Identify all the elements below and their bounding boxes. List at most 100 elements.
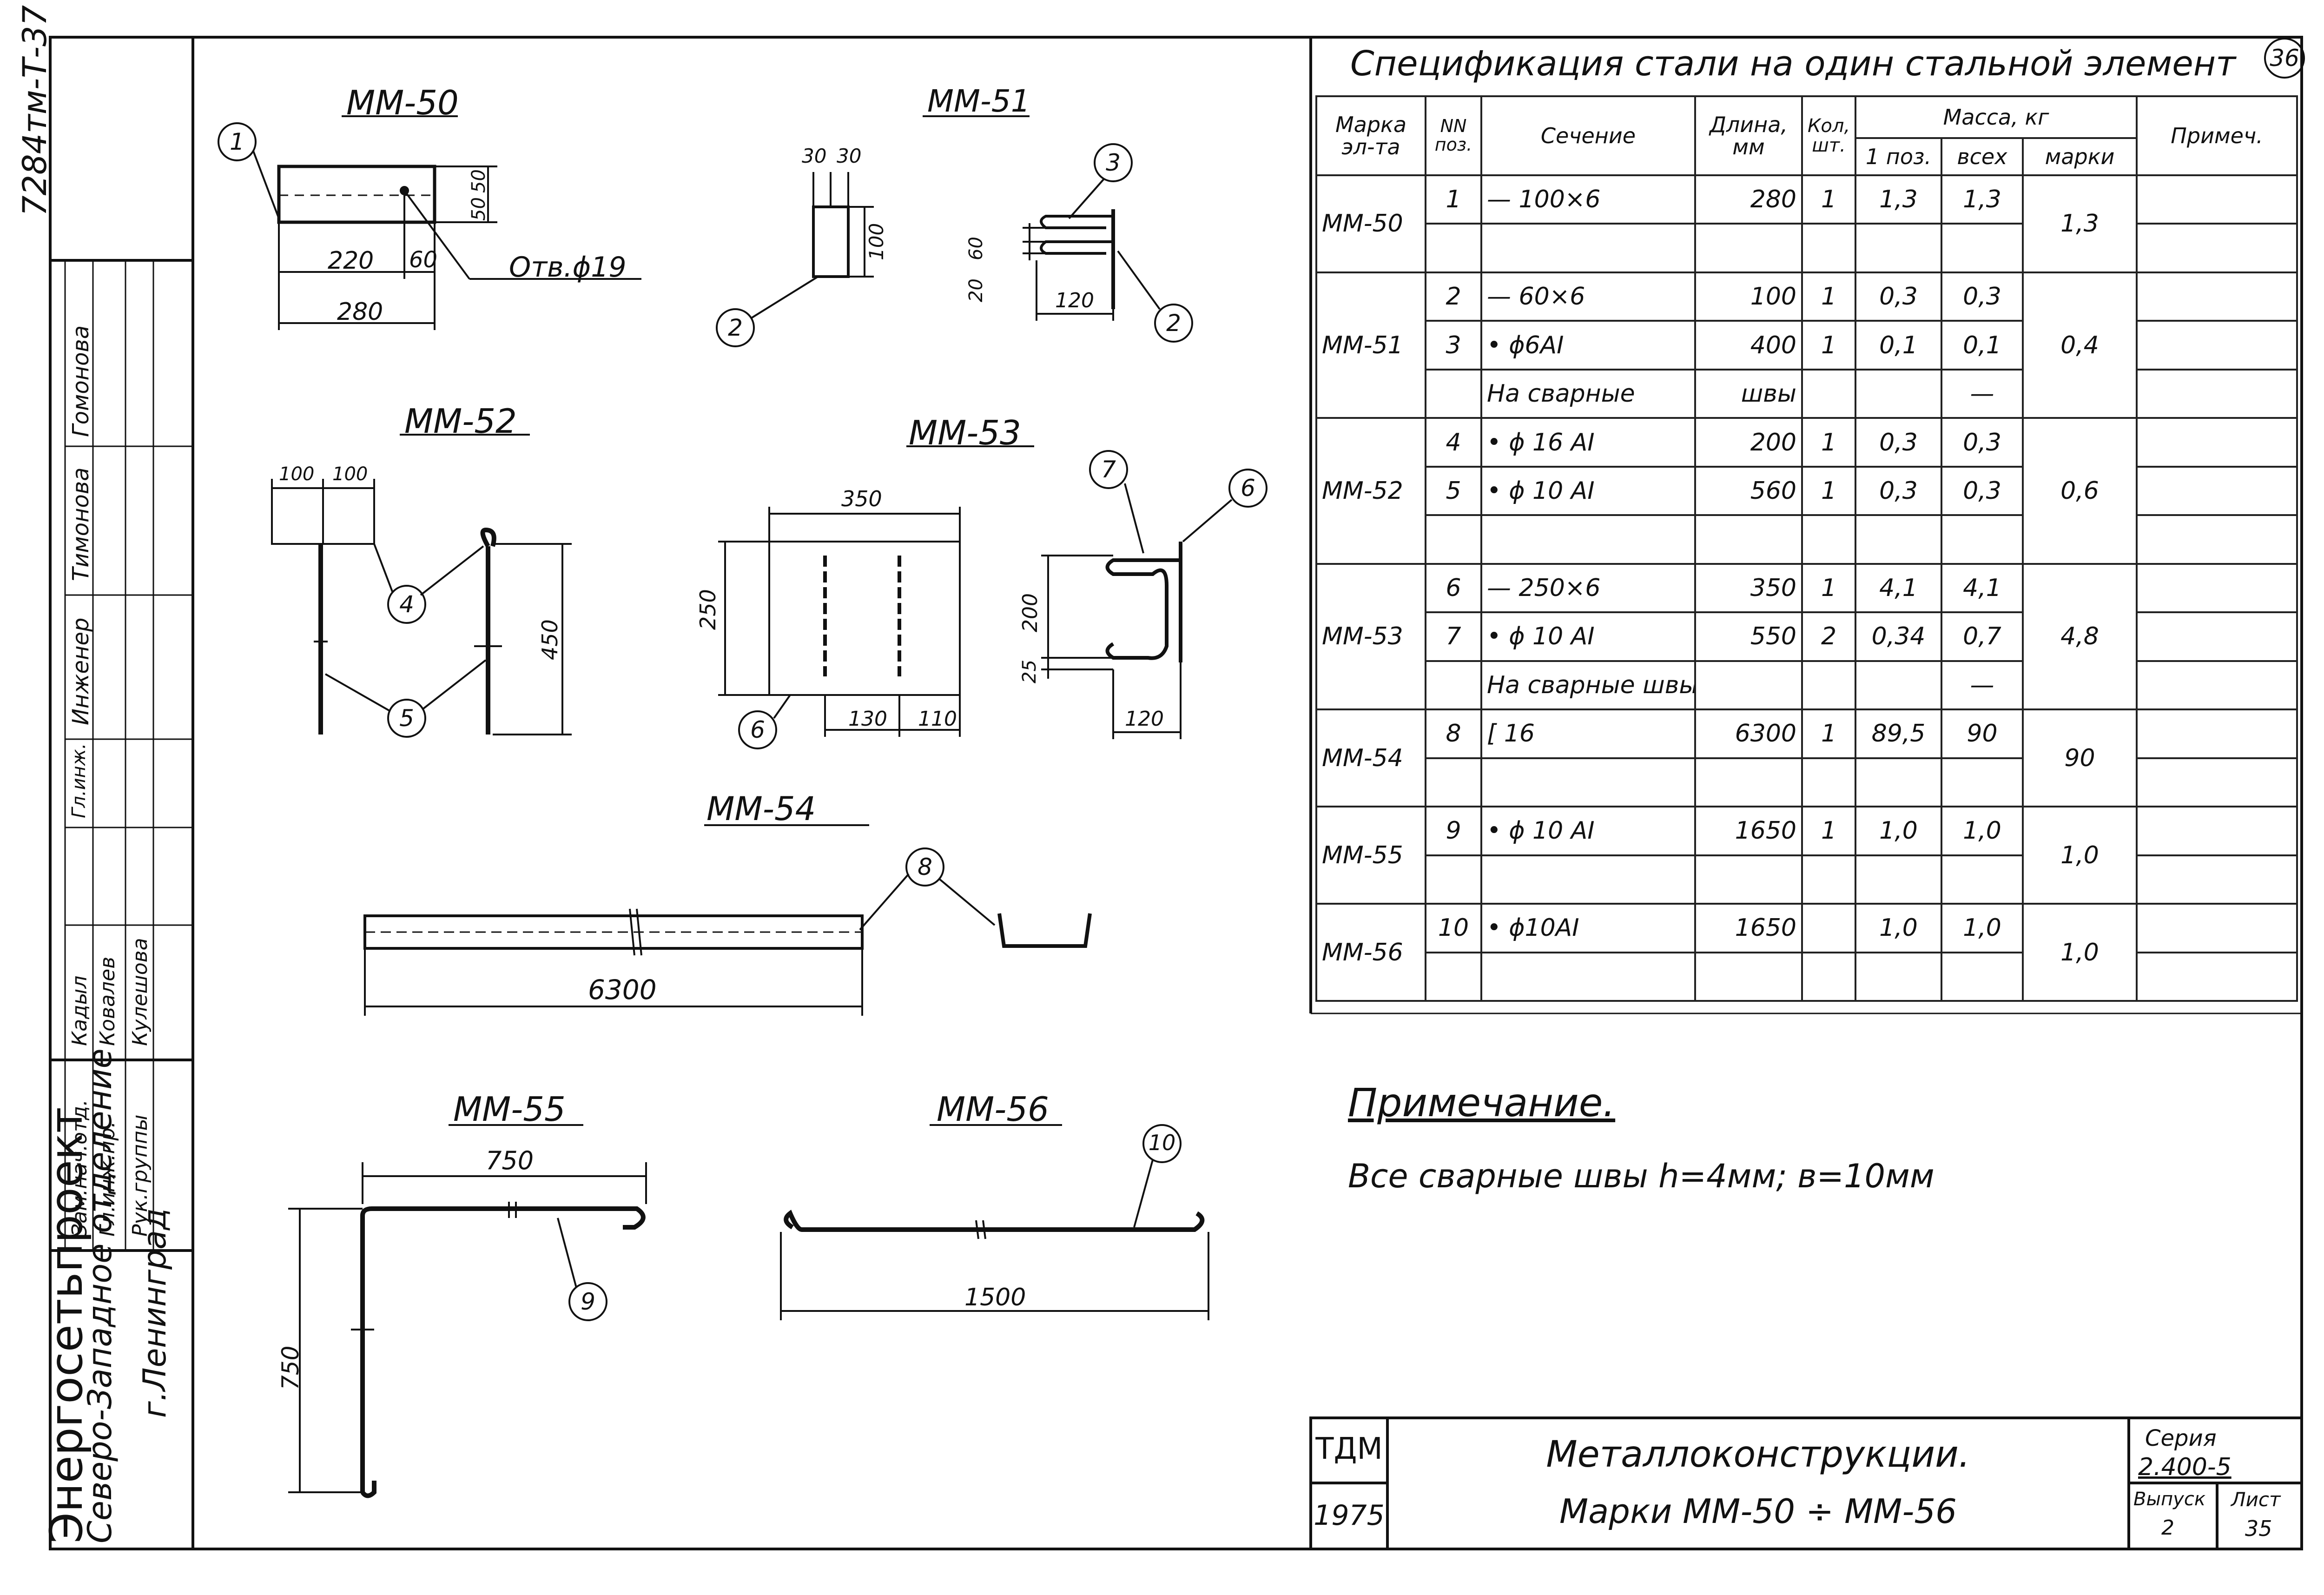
tb-year: 1975 bbox=[1314, 1499, 1385, 1532]
spec-mass-one: 0,3 bbox=[1855, 271, 1942, 322]
spec-note bbox=[2136, 417, 2298, 468]
tb-sheet-value: 35 bbox=[2245, 1516, 2272, 1541]
spec-mass-all bbox=[1941, 514, 2024, 565]
tb-title-2: Марки ММ-50 ÷ ММ-56 bbox=[1559, 1492, 1957, 1531]
spec-length: 1650 bbox=[1694, 903, 1803, 953]
mm53-dim-200: 200 bbox=[1018, 593, 1042, 632]
spec-section bbox=[1480, 951, 1696, 1002]
name-5: Гомонова bbox=[68, 325, 94, 437]
mm55-title: ММ-55 bbox=[453, 1090, 566, 1129]
spec-mass-mark: 0,4 bbox=[2021, 271, 2138, 419]
spec-mark: ММ-52 bbox=[1315, 417, 1426, 565]
spec-qty: 1 bbox=[1801, 271, 1856, 322]
spec-pos: 8 bbox=[1425, 708, 1482, 759]
spec-pos bbox=[1425, 223, 1482, 273]
spec-mass-mark: 1,3 bbox=[2021, 174, 2138, 273]
spec-mass-all bbox=[1941, 951, 2024, 1002]
spec-pos bbox=[1425, 368, 1482, 419]
spec-length: 1650 bbox=[1694, 806, 1803, 856]
tb-sheet-label: Лист bbox=[2231, 1488, 2281, 1511]
spec-note bbox=[2136, 223, 2298, 273]
drawing-mm51 bbox=[716, 115, 1193, 347]
spec-mass-mark: 90 bbox=[2021, 708, 2138, 808]
spec-row bbox=[1316, 757, 2298, 808]
spec-mass-one: 0,3 bbox=[1855, 465, 1942, 516]
callout-3: 3 bbox=[1106, 149, 1121, 176]
note-title: Примечание. bbox=[1348, 1080, 1616, 1125]
spec-pos: 4 bbox=[1425, 417, 1482, 468]
spec-length: 6300 bbox=[1694, 708, 1803, 759]
spec-qty: 1 bbox=[1801, 465, 1856, 516]
spec-length: 280 bbox=[1694, 174, 1803, 225]
hdr-mark: Марка эл-та bbox=[1315, 95, 1426, 176]
spec-mass-one bbox=[1855, 223, 1942, 273]
callout-1: 1 bbox=[230, 128, 244, 155]
spec-mark: ММ-53 bbox=[1315, 563, 1426, 711]
spec-mass-one bbox=[1855, 854, 1942, 905]
spec-length: 550 bbox=[1694, 611, 1803, 662]
spec-mass-all: 4,1 bbox=[1941, 563, 2024, 614]
spec-qty bbox=[1801, 660, 1856, 711]
spec-note bbox=[2136, 611, 2298, 662]
hdr-note: Примеч. bbox=[2136, 95, 2298, 176]
spec-length: 100 bbox=[1694, 271, 1803, 322]
spec-qty bbox=[1801, 903, 1856, 953]
spec-qty: 1 bbox=[1801, 417, 1856, 468]
role-3: Рук.группы bbox=[128, 1114, 152, 1237]
spec-length bbox=[1694, 951, 1803, 1002]
mm50-dim-50b: 50 bbox=[468, 197, 489, 221]
hdr-qty: Кол, шт. bbox=[1801, 95, 1856, 176]
spec-note bbox=[2136, 368, 2298, 419]
mm53-dim-120: 120 bbox=[1125, 707, 1164, 731]
hdr-section: Сечение bbox=[1480, 95, 1696, 176]
spec-mass-one: 1,3 bbox=[1855, 174, 1942, 225]
spec-qty: 1 bbox=[1801, 563, 1856, 614]
spec-mass-all bbox=[1941, 854, 2024, 905]
tb-issue-value: 2 bbox=[2161, 1516, 2174, 1540]
hdr-mass-mark: марки bbox=[2021, 137, 2138, 176]
doc-code: 7284тм-Т-37 bbox=[16, 5, 54, 216]
spec-section bbox=[1480, 854, 1696, 905]
mm50-hole: Отв.ϕ19 bbox=[509, 251, 627, 284]
callout-6a: 6 bbox=[750, 716, 765, 743]
spec-pos: 9 bbox=[1425, 806, 1482, 856]
spec-mass-one bbox=[1855, 514, 1942, 565]
mm50-dim-280: 280 bbox=[337, 298, 383, 326]
tb-series-label: Серия bbox=[2145, 1425, 2217, 1451]
mm54-dim-6300: 6300 bbox=[588, 974, 657, 1006]
spec-section: — 250×6 bbox=[1480, 563, 1696, 614]
spec-mass-all: 0,7 bbox=[1941, 611, 2024, 662]
mm51-dim-60: 60 bbox=[965, 237, 987, 260]
hdr-mass-all: всех bbox=[1941, 137, 2024, 176]
mm50-dim-220: 220 bbox=[328, 247, 374, 275]
spec-table: Марка эл-та NN поз. Сечение Длина, мм Ко… bbox=[1315, 95, 2298, 1002]
spec-row bbox=[1316, 854, 2298, 905]
drawing-mm56 bbox=[780, 1124, 1209, 1320]
mm51-dim-100: 100 bbox=[865, 223, 888, 260]
spec-row: На сварные швы— bbox=[1316, 660, 2298, 711]
spec-row bbox=[1316, 951, 2298, 1002]
spec-note bbox=[2136, 563, 2298, 614]
spec-mark: ММ-55 bbox=[1315, 806, 1426, 905]
spec-section bbox=[1480, 514, 1696, 565]
drawing-mm53 bbox=[718, 445, 1268, 749]
mm50-title: ММ-50 bbox=[346, 83, 459, 122]
mm53-dim-25: 25 bbox=[1019, 660, 1040, 683]
mm50-dim-50a: 50 bbox=[468, 169, 489, 193]
mm52-dim-100b: 100 bbox=[332, 463, 368, 485]
spec-mark: ММ-50 bbox=[1315, 174, 1426, 273]
role-5: Гл.инж. bbox=[68, 743, 90, 818]
spec-pos: 3 bbox=[1425, 320, 1482, 371]
spec-note bbox=[2136, 320, 2298, 371]
spec-note bbox=[2136, 903, 2298, 953]
spec-section: • ϕ10АI bbox=[1480, 903, 1696, 953]
spec-qty: 1 bbox=[1801, 174, 1856, 225]
spec-section bbox=[1480, 757, 1696, 808]
name-2: Ковалев bbox=[96, 956, 119, 1046]
callout-2b: 2 bbox=[1166, 310, 1181, 337]
